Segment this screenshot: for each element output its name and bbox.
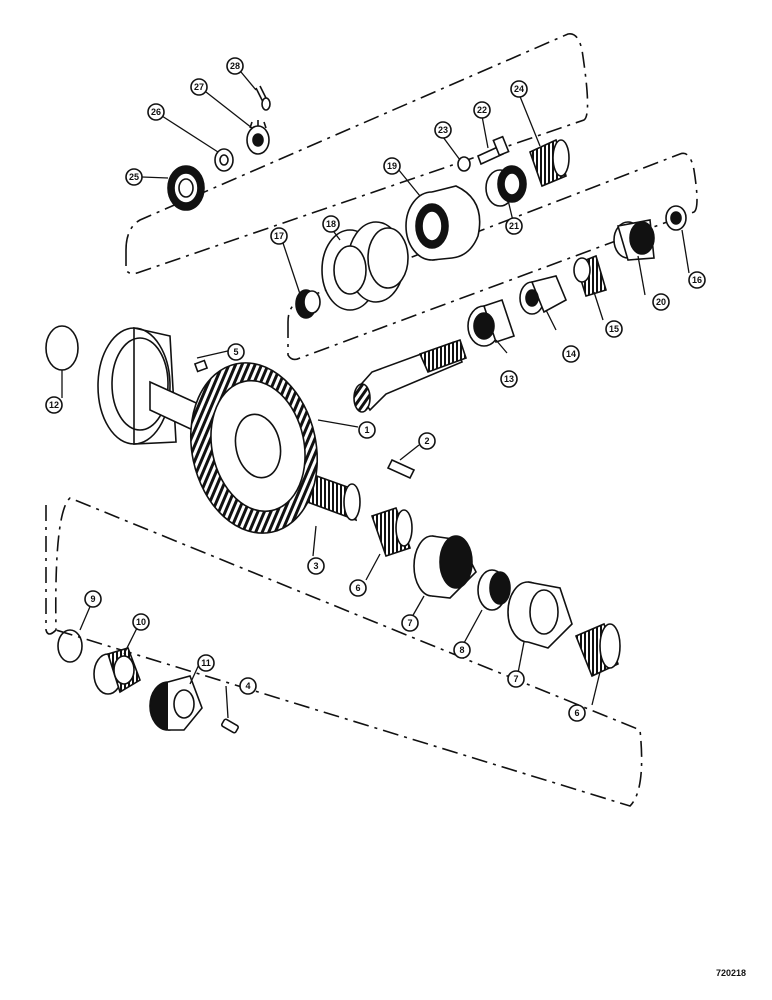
callout-label: 18 — [326, 219, 336, 229]
dowel-pin-part — [221, 718, 239, 734]
callout-1: 1 — [358, 421, 376, 439]
callout-label: 27 — [194, 82, 204, 92]
group-outline-bottom — [45, 497, 643, 807]
shim-pack-part — [321, 221, 409, 311]
callout-label: 9 — [90, 594, 95, 604]
callout-label: 28 — [230, 61, 240, 71]
callout-26: 26 — [147, 103, 165, 121]
callout-15: 15 — [605, 320, 623, 338]
callout-label: 14 — [566, 349, 576, 359]
callout-label: 8 — [459, 645, 464, 655]
callout-13: 13 — [500, 370, 518, 388]
callout-11: 11 — [197, 654, 215, 672]
figure-id: 720218 — [715, 968, 746, 978]
callout-20: 20 — [652, 293, 670, 311]
callout-label: 4 — [245, 681, 250, 691]
washer-part — [214, 148, 234, 172]
callout-label: 22 — [477, 105, 487, 115]
seal-part — [167, 165, 205, 211]
bearing-cup-upper-part — [413, 535, 477, 599]
callout-19: 19 — [383, 157, 401, 175]
callout-label: 26 — [151, 107, 161, 117]
key-part — [193, 359, 209, 373]
needle-bearing-part — [93, 647, 141, 695]
ball-bearing-part — [149, 675, 203, 731]
callout-14: 14 — [562, 345, 580, 363]
callout-28: 28 — [226, 57, 244, 75]
callout-6-upper: 6 — [349, 579, 367, 597]
callout-24: 24 — [510, 80, 528, 98]
callout-label: 20 — [656, 297, 666, 307]
callout-label: 3 — [313, 561, 318, 571]
pinion-nut-part — [665, 205, 687, 231]
callout-label: 6 — [355, 583, 360, 593]
bearing-cup-part — [485, 165, 527, 207]
bearing-cone-part — [529, 138, 570, 188]
group-outline-middle — [287, 152, 698, 361]
callout-22: 22 — [473, 101, 491, 119]
callout-label: 19 — [387, 161, 397, 171]
bearing-cone-lower-part — [574, 622, 621, 678]
callout-4: 4 — [239, 677, 257, 695]
callout-label: 21 — [509, 221, 519, 231]
castle-nut-part — [246, 120, 270, 155]
callout-label: 23 — [438, 125, 448, 135]
cotter-pin-part — [255, 85, 271, 111]
leader-lines — [61, 71, 690, 719]
o-ring-part — [45, 325, 79, 371]
snap-ring-part — [57, 629, 83, 663]
bearing-cup-lower-part — [507, 581, 573, 649]
pinion-bearing-cone-part — [573, 254, 607, 297]
callout-label: 13 — [504, 374, 514, 384]
callout-17: 17 — [270, 227, 288, 245]
callout-label: 5 — [233, 347, 238, 357]
roller-bearing-part — [467, 298, 516, 347]
callout-label: 17 — [274, 231, 284, 241]
pinion-bearing-cup-part — [613, 219, 655, 261]
carrier-flange-part — [97, 327, 177, 445]
callout-label: 12 — [49, 400, 59, 410]
callout-23: 23 — [434, 121, 452, 139]
callout-27: 27 — [190, 78, 208, 96]
callout-label: 11 — [201, 658, 211, 668]
callout-5: 5 — [227, 343, 245, 361]
callout-7-lower: 7 — [507, 670, 525, 688]
callout-label: 1 — [364, 425, 369, 435]
callout-label: 2 — [424, 436, 429, 446]
callout-label: 6 — [574, 708, 579, 718]
callout-label: 15 — [609, 324, 619, 334]
spacer-lower-part — [477, 569, 511, 611]
callout-9: 9 — [84, 590, 102, 608]
callout-label: 16 — [692, 275, 702, 285]
callout-10: 10 — [132, 613, 150, 631]
callout-label: 10 — [136, 617, 146, 627]
callout-12: 12 — [45, 396, 63, 414]
ring-gear-part — [189, 362, 319, 534]
callout-7-upper: 7 — [401, 614, 419, 632]
seal-ring-part — [295, 289, 321, 319]
callout-18: 18 — [322, 215, 340, 233]
bolt-part — [476, 135, 510, 166]
gear-bolt-part — [386, 458, 416, 480]
callout-label: 7 — [407, 618, 412, 628]
callout-3: 3 — [307, 557, 325, 575]
callout-2: 2 — [418, 432, 436, 450]
spacer-part — [519, 275, 568, 315]
callout-25: 25 — [125, 168, 143, 186]
callout-16: 16 — [688, 271, 706, 289]
callout-label: 7 — [513, 674, 518, 684]
bearing-housing-part — [405, 185, 481, 261]
callout-6-lower: 6 — [568, 704, 586, 722]
callout-label: 24 — [514, 84, 524, 94]
bearing-cone-upper-part — [370, 506, 413, 558]
callout-label: 25 — [129, 172, 139, 182]
lockwasher-part — [457, 156, 471, 172]
callout-21: 21 — [505, 217, 523, 235]
callout-8: 8 — [453, 641, 471, 659]
pinion-shaft-part — [353, 338, 468, 413]
